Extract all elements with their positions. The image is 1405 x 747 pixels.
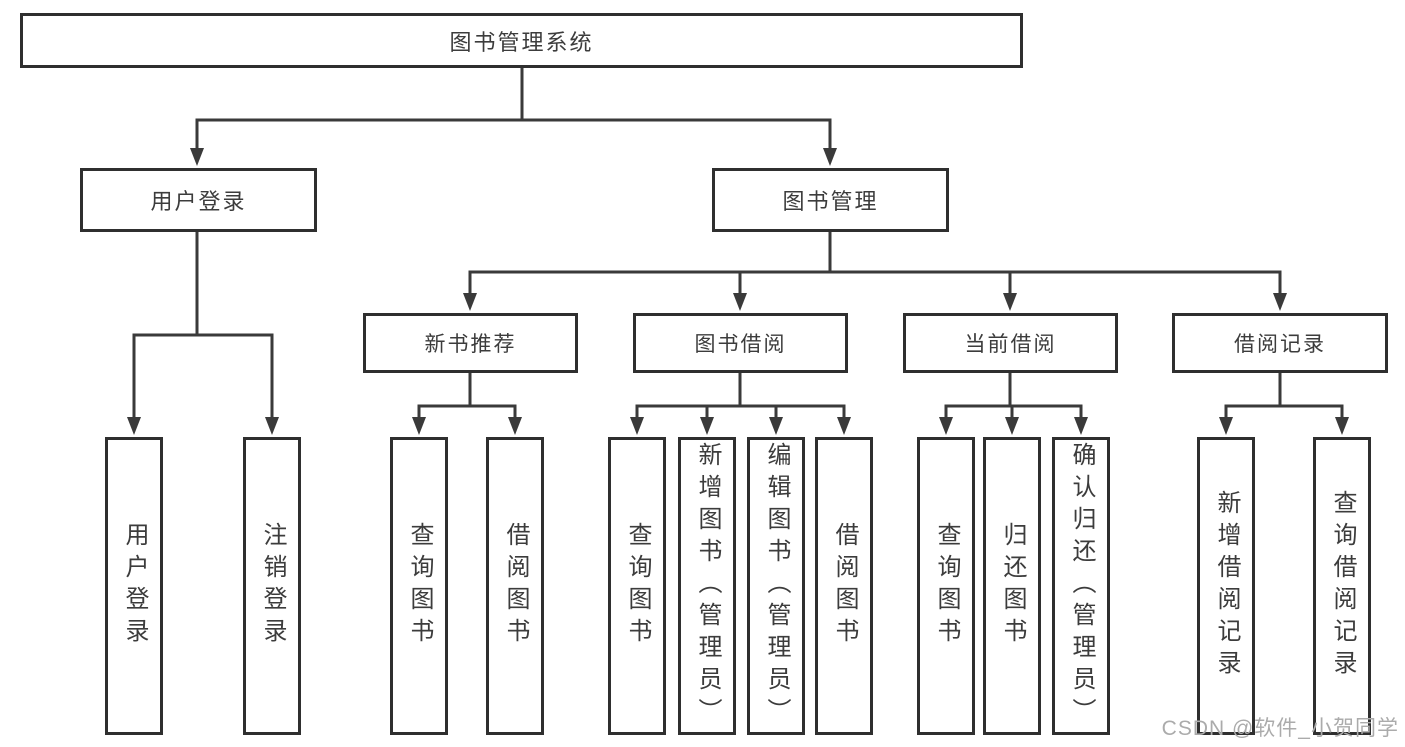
node-current-borrow: 当前借阅 — [903, 313, 1118, 373]
node-root-label: 图书管理系统 — [449, 29, 594, 55]
connector-new-book-recommend — [412, 371, 522, 435]
leaf-return-books-label: 归还图书 — [999, 522, 1026, 650]
leaf-query-books-recommend-label: 查询图书 — [406, 522, 433, 650]
leaf-borrow-books-borrow-label: 借阅图书 — [831, 522, 858, 650]
node-book-mgmt-label: 图书管理 — [782, 189, 879, 214]
leaf-query-books-current-label: 查询图书 — [933, 522, 960, 650]
connector-book-mgmt — [463, 230, 1287, 311]
leaf-user-login: 用户登录 — [105, 437, 163, 735]
leaf-edit-book-admin: 编辑图书（管理员） — [747, 437, 805, 735]
leaf-borrow-books-recommend: 借阅图书 — [486, 437, 544, 735]
leaf-edit-book-admin-label: 编辑图书（管理员） — [763, 442, 790, 730]
node-book-borrow-label: 图书借阅 — [694, 333, 787, 356]
leaf-query-books-borrow-label: 查询图书 — [624, 522, 651, 650]
leaf-query-borrow-record-label: 查询借阅记录 — [1329, 490, 1356, 682]
node-user-login-label: 用户登录 — [150, 189, 247, 214]
node-user-login: 用户登录 — [80, 168, 317, 232]
node-root: 图书管理系统 — [20, 13, 1023, 68]
leaf-add-borrow-record-label: 新增借阅记录 — [1213, 490, 1240, 682]
node-current-borrow-label: 当前借阅 — [964, 333, 1057, 356]
connector-root — [190, 66, 837, 166]
leaf-return-books: 归还图书 — [983, 437, 1041, 735]
csdn-watermark: CSDN @软件_小贺同学 — [1161, 717, 1399, 740]
leaf-borrow-books-recommend-label: 借阅图书 — [502, 522, 529, 650]
leaf-query-books-recommend: 查询图书 — [390, 437, 448, 735]
node-new-book-recommend-label: 新书推荐 — [424, 333, 517, 356]
connector-borrow-records — [1219, 371, 1349, 435]
leaf-logout-label: 注销登录 — [259, 522, 286, 650]
leaf-borrow-books-borrow: 借阅图书 — [815, 437, 873, 735]
leaf-query-books-current: 查询图书 — [917, 437, 975, 735]
node-book-borrow: 图书借阅 — [633, 313, 848, 373]
leaf-logout: 注销登录 — [243, 437, 301, 735]
leaf-confirm-return-admin: 确认归还（管理员） — [1052, 437, 1110, 735]
leaf-confirm-return-admin-label: 确认归还（管理员） — [1068, 442, 1095, 730]
connector-current-borrow — [939, 371, 1088, 435]
leaf-query-borrow-record: 查询借阅记录 — [1313, 437, 1371, 735]
connector-book-borrow — [630, 371, 851, 435]
leaf-add-borrow-record: 新增借阅记录 — [1197, 437, 1255, 735]
leaf-user-login-label: 用户登录 — [121, 522, 148, 650]
leaf-add-book-admin: 新增图书（管理员） — [678, 437, 736, 735]
node-borrow-records: 借阅记录 — [1172, 313, 1388, 373]
node-new-book-recommend: 新书推荐 — [363, 313, 578, 373]
node-borrow-records-label: 借阅记录 — [1234, 333, 1326, 356]
leaf-query-books-borrow: 查询图书 — [608, 437, 666, 735]
node-book-mgmt: 图书管理 — [712, 168, 949, 232]
leaf-add-book-admin-label: 新增图书（管理员） — [694, 442, 721, 730]
connector-user-login — [127, 230, 279, 435]
